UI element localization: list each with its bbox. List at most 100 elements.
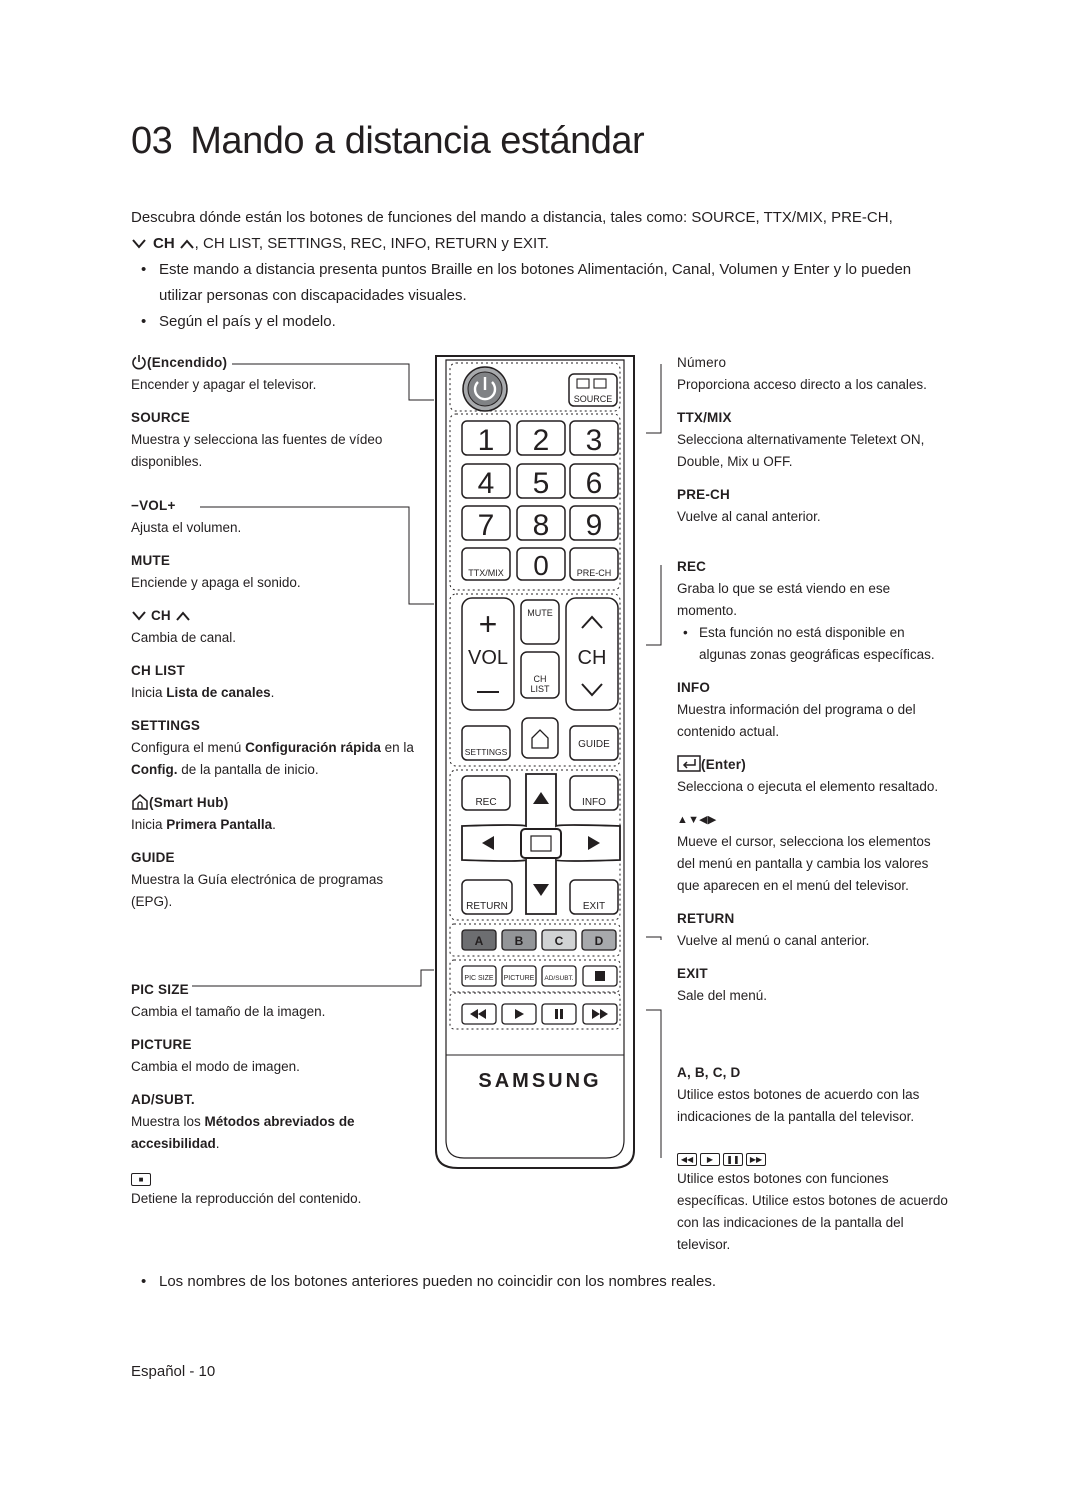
digit-key-1 [461,420,511,456]
svg-text:SOURCE: SOURCE [574,394,613,404]
abcd-heading: A, B, C, D [677,1065,741,1080]
digit-key-6 [569,463,619,499]
svg-text:SETTINGS: SETTINGS [465,747,508,757]
arrow-keys-icon: ▲▼◀▶ [677,814,717,826]
svg-text:AD/SUBT.: AD/SUBT. [544,975,573,982]
enter-heading: (Enter) [677,754,952,776]
page-footer: Español - 10 [131,1363,216,1380]
color-key-b [501,929,537,951]
plus-icon: + [167,498,176,513]
color-key-label-b: B [515,934,524,948]
digit-key-3 [569,420,619,456]
svg-text:REC: REC [475,797,496,808]
intro-bullet-2: Según el país y el modelo. [131,309,946,335]
digit-label-3: 3 [586,424,603,457]
ttx-desc: Selecciona alternativamente Teletext ON,… [677,432,925,469]
digit-key-5 [516,463,566,499]
left-column: (Encendido) Encender y apagar el televis… [131,352,416,1210]
bottom-note: Los nombres de los botones anteriores pu… [131,1270,974,1294]
power-desc: Encender y apagar el televisor. [131,377,317,392]
ttx-heading: TTX/MIX [677,410,732,425]
home-icon [132,794,148,810]
color-key-a [461,929,497,951]
digit-label-2: 2 [533,424,550,457]
chevron-up-icon [179,239,194,249]
digit-key-8 [516,505,566,541]
exit-desc: Sale del menú. [677,988,768,1003]
digit-label-7: 7 [478,509,495,542]
settings-heading: SETTINGS [131,718,201,733]
digit-key-7 [461,505,511,541]
smarthub-desc: Inicia Primera Pantalla. [131,817,276,832]
rec-note: Esta función no está disponible en algun… [677,622,952,666]
svg-text:PICTURE: PICTURE [504,975,535,982]
intro-line-2: CH, CH LIST, SETTINGS, REC, INFO, RETURN… [131,231,946,257]
stop-desc: Detiene la reproducción del contenido. [131,1191,362,1206]
vol-heading: −VOL+ [131,498,176,513]
mute-desc: Enciende y apaga el sonido. [131,575,301,590]
rewind-icon: ◀◀ [677,1153,697,1166]
power-heading: (Encendido) [131,352,416,374]
power-icon [132,355,146,370]
page-title: 03 Mando a distancia estándar [131,120,645,163]
minus-icon: − [131,498,140,513]
settings-desc: Configura el menú Configuración rápida e… [131,740,414,777]
adsubt-heading: AD/SUBT. [131,1092,195,1107]
media-keys-heading: ◀◀▶❚❚▶▶ [677,1146,952,1168]
svg-text:LIST: LIST [530,684,550,694]
return-desc: Vuelve al menú o canal anterior. [677,933,870,948]
svg-text:GUIDE: GUIDE [578,739,610,750]
section-title: Mando a distancia estándar [190,120,645,162]
digit-key-2 [516,420,566,456]
svg-text:MUTE: MUTE [527,608,553,618]
info-desc: Muestra información del programa o del c… [677,702,916,739]
info-heading: INFO [677,680,711,695]
numero-desc: Proporciona acceso directo a los canales… [677,377,927,392]
svg-text:CH: CH [534,674,547,684]
svg-text:VOL: VOL [468,647,508,669]
digit-key-4 [461,463,511,499]
intro: Descubra dónde están los botones de func… [131,205,946,335]
play-icon: ▶ [700,1153,720,1166]
digit-label-1: 1 [478,424,495,457]
vol-desc: Ajusta el volumen. [131,520,242,535]
stop-heading: ■ [131,1166,416,1188]
enter-icon [677,755,701,772]
svg-text:+: + [479,606,498,642]
svg-text:TTX/MIX: TTX/MIX [468,568,504,578]
guide-desc: Muestra la Guía electrónica de programas… [131,872,384,909]
color-key-label-d: D [595,934,604,948]
arrows-desc: Mueve el cursor, selecciona los elemento… [677,834,931,893]
abcd-desc: Utilice estos botones de acuerdo con las… [677,1087,920,1124]
chlist-heading: CH LIST [131,663,185,678]
source-heading: SOURCE [131,410,190,425]
digit-label-8: 8 [533,509,550,542]
picsize-desc: Cambia el tamaño de la imagen. [131,1004,326,1019]
fast-forward-icon: ▶▶ [746,1153,766,1166]
chlist-desc: Inicia Lista de canales. [131,685,275,700]
source-desc: Muestra y selecciona las fuentes de víde… [131,432,383,469]
section-number: 03 [131,120,173,162]
chevron-up-icon [176,611,190,621]
prech-heading: PRE-CH [677,487,730,502]
rec-desc: Graba lo que se está viendo en ese momen… [677,581,891,618]
digit-label-6: 6 [586,467,603,500]
svg-text:PIC SIZE: PIC SIZE [464,975,494,982]
color-key-d [581,929,617,951]
svg-text:RETURN: RETURN [466,901,508,912]
mute-heading: MUTE [131,553,171,568]
svg-text:SAMSUNG: SAMSUNG [478,1070,601,1092]
numero-heading: Número [677,355,727,370]
pause-icon: ❚❚ [723,1153,743,1166]
svg-text:PRE-CH: PRE-CH [577,568,612,578]
color-key-c [541,929,577,951]
intro-bullet-1: Este mando a distancia presenta puntos B… [131,257,946,309]
rec-heading: REC [677,559,707,574]
svg-text:INFO: INFO [582,797,606,808]
media-desc: Utilice estos botones con funciones espe… [677,1171,948,1252]
picsize-heading: PIC SIZE [131,982,189,997]
picture-heading: PICTURE [131,1037,192,1052]
digit-key-9 [569,505,619,541]
guide-heading: GUIDE [131,850,175,865]
